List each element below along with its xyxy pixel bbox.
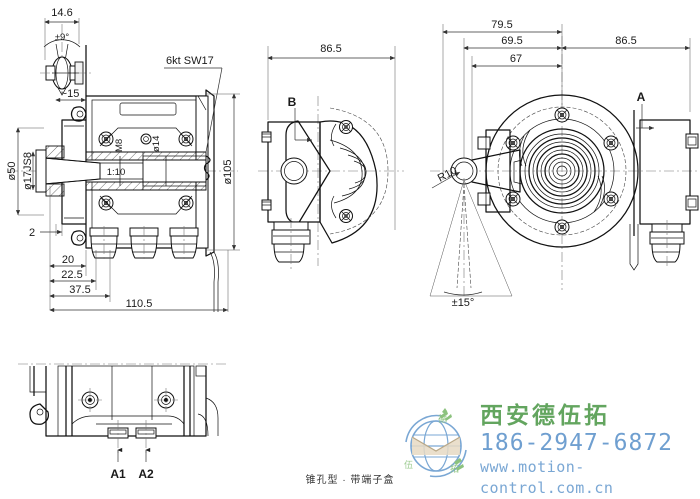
drawing-caption: 锥孔型 · 带端子盒 [305,475,395,486]
dimension-d50: ø50 [6,127,44,216]
dim-label-pm15: ±15° [452,297,475,309]
shaft-tilt-detail [40,24,92,96]
logo-website: www.motion-control.com.cn [480,458,614,497]
dim-label-d14: ø14 [151,136,162,152]
bottom-view: A1 A2 [18,363,228,481]
dimension-17js8: ø17JS8 [22,151,36,190]
dim-label-d50: ø50 [6,162,18,181]
dim-label-79-5: 79.5 [491,19,512,31]
dim-label-15: ~15 [61,88,80,100]
dimension-stack-bottom: 20 22.5 37.5 110.5 [49,186,229,313]
svg-text:拓: 拓 [450,463,459,475]
dim-label-B: B [288,95,297,109]
dim-label-side-86-5: 86.5 [320,43,341,55]
dim-label-2: 2 [29,227,35,239]
svg-text:德: 德 [438,413,447,425]
leader-6kt-sw17: 6kt SW17 [164,55,223,153]
dim-label-37-5: 37.5 [69,284,90,296]
company-logo-block: 德 拓 伍 西安德伍拓 186-2947-6872 www.motion-con… [398,402,698,497]
dim-label-A2: A2 [138,467,154,481]
dimension-2: 2 [29,224,63,239]
logo-company-name: 西安德伍拓 [480,403,610,429]
marker-A1: A1 [110,420,126,481]
dim-label-pm9: ±9° [55,32,69,43]
encoder-body-front: 1:10 [8,89,238,312]
marker-A2: A2 [138,420,154,481]
swing-angle-cone: ±15° [429,178,513,309]
dimension-14-6: 14.6 [44,7,80,60]
dim-label-110-5: 110.5 [126,298,153,310]
dim-label-20: 20 [62,254,74,266]
cable-glands [89,226,199,262]
side-view: 86.5 B [258,43,404,270]
svg-text:伍: 伍 [404,460,413,471]
dim-label-A: A [637,90,646,104]
dim-label-A1: A1 [110,467,126,481]
front-sectional-view: 14.6 ±9° [6,7,240,313]
dimension-15: ~15 [55,88,86,103]
dim-label-69-5: 69.5 [501,35,522,47]
dim-label-17js8: ø17JS8 [22,152,34,190]
dimension-side-86-5: 86.5 [267,43,396,230]
globe-logo-icon: 德 拓 伍 [398,406,474,482]
fastener-heads [98,127,194,215]
dimension-stack-rear: 79.5 69.5 67 86.5 [442,19,691,180]
side-cable-gland [271,218,311,270]
dimension-d105: ø105 [206,93,240,251]
dim-label-14-6: 14.6 [51,7,72,19]
dim-label-taper: 1:10 [107,167,126,178]
dim-label-67: 67 [510,53,522,65]
dim-label-m8: M8 [114,139,125,152]
dim-label-sw17: 6kt SW17 [166,55,214,67]
dim-label-22-5: 22.5 [61,269,82,281]
dim-label-rear-86-5: 86.5 [615,35,636,47]
shaft-section: 1:10 [35,145,211,197]
rear-cable-gland [629,220,685,271]
section-marker-A: A [636,90,654,131]
section-marker-B: B [288,95,312,143]
rear-view: 79.5 69.5 67 86.5 [429,19,699,309]
dim-label-d105: ø105 [222,159,234,184]
logo-phone: 186-2947-6872 [480,430,674,456]
